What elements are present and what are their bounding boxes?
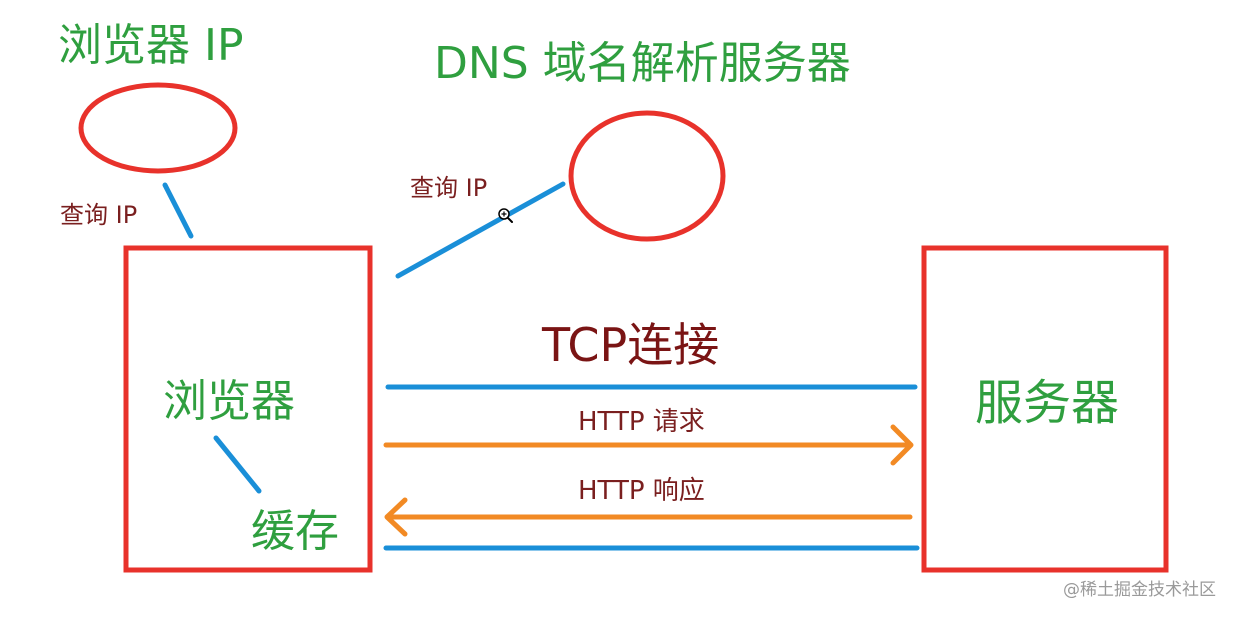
http-response-arrow [384,497,913,537]
browser-ip-ellipse [78,82,238,174]
query-ip-mid-label: 查询 IP [410,174,488,202]
query-ip-left-label: 查询 IP [60,201,138,229]
http-request-arrow [383,424,914,466]
dns-server-ellipse [568,110,726,242]
http-response-label: HTTP 响应 [578,476,705,506]
dns-server-label: DNS 域名解析服务器 [434,38,851,89]
http-request-label: HTTP 请求 [578,407,705,437]
server-label: 服务器 [975,375,1120,431]
server-box [921,245,1169,573]
cache-connector [213,435,262,494]
cache-label: 缓存 [251,506,339,557]
browser-ip-label: 浏览器 IP [58,20,244,71]
browser-label: 浏览器 [163,376,295,427]
watermark-text: @稀土掘金技术社区 [1063,580,1216,600]
dns-connector [395,181,566,279]
browser-ip-connector [162,182,194,239]
zoom-in-cursor-icon [498,208,513,223]
browser-box [123,245,373,573]
tcp-connection-label: TCP连接 [542,318,720,372]
